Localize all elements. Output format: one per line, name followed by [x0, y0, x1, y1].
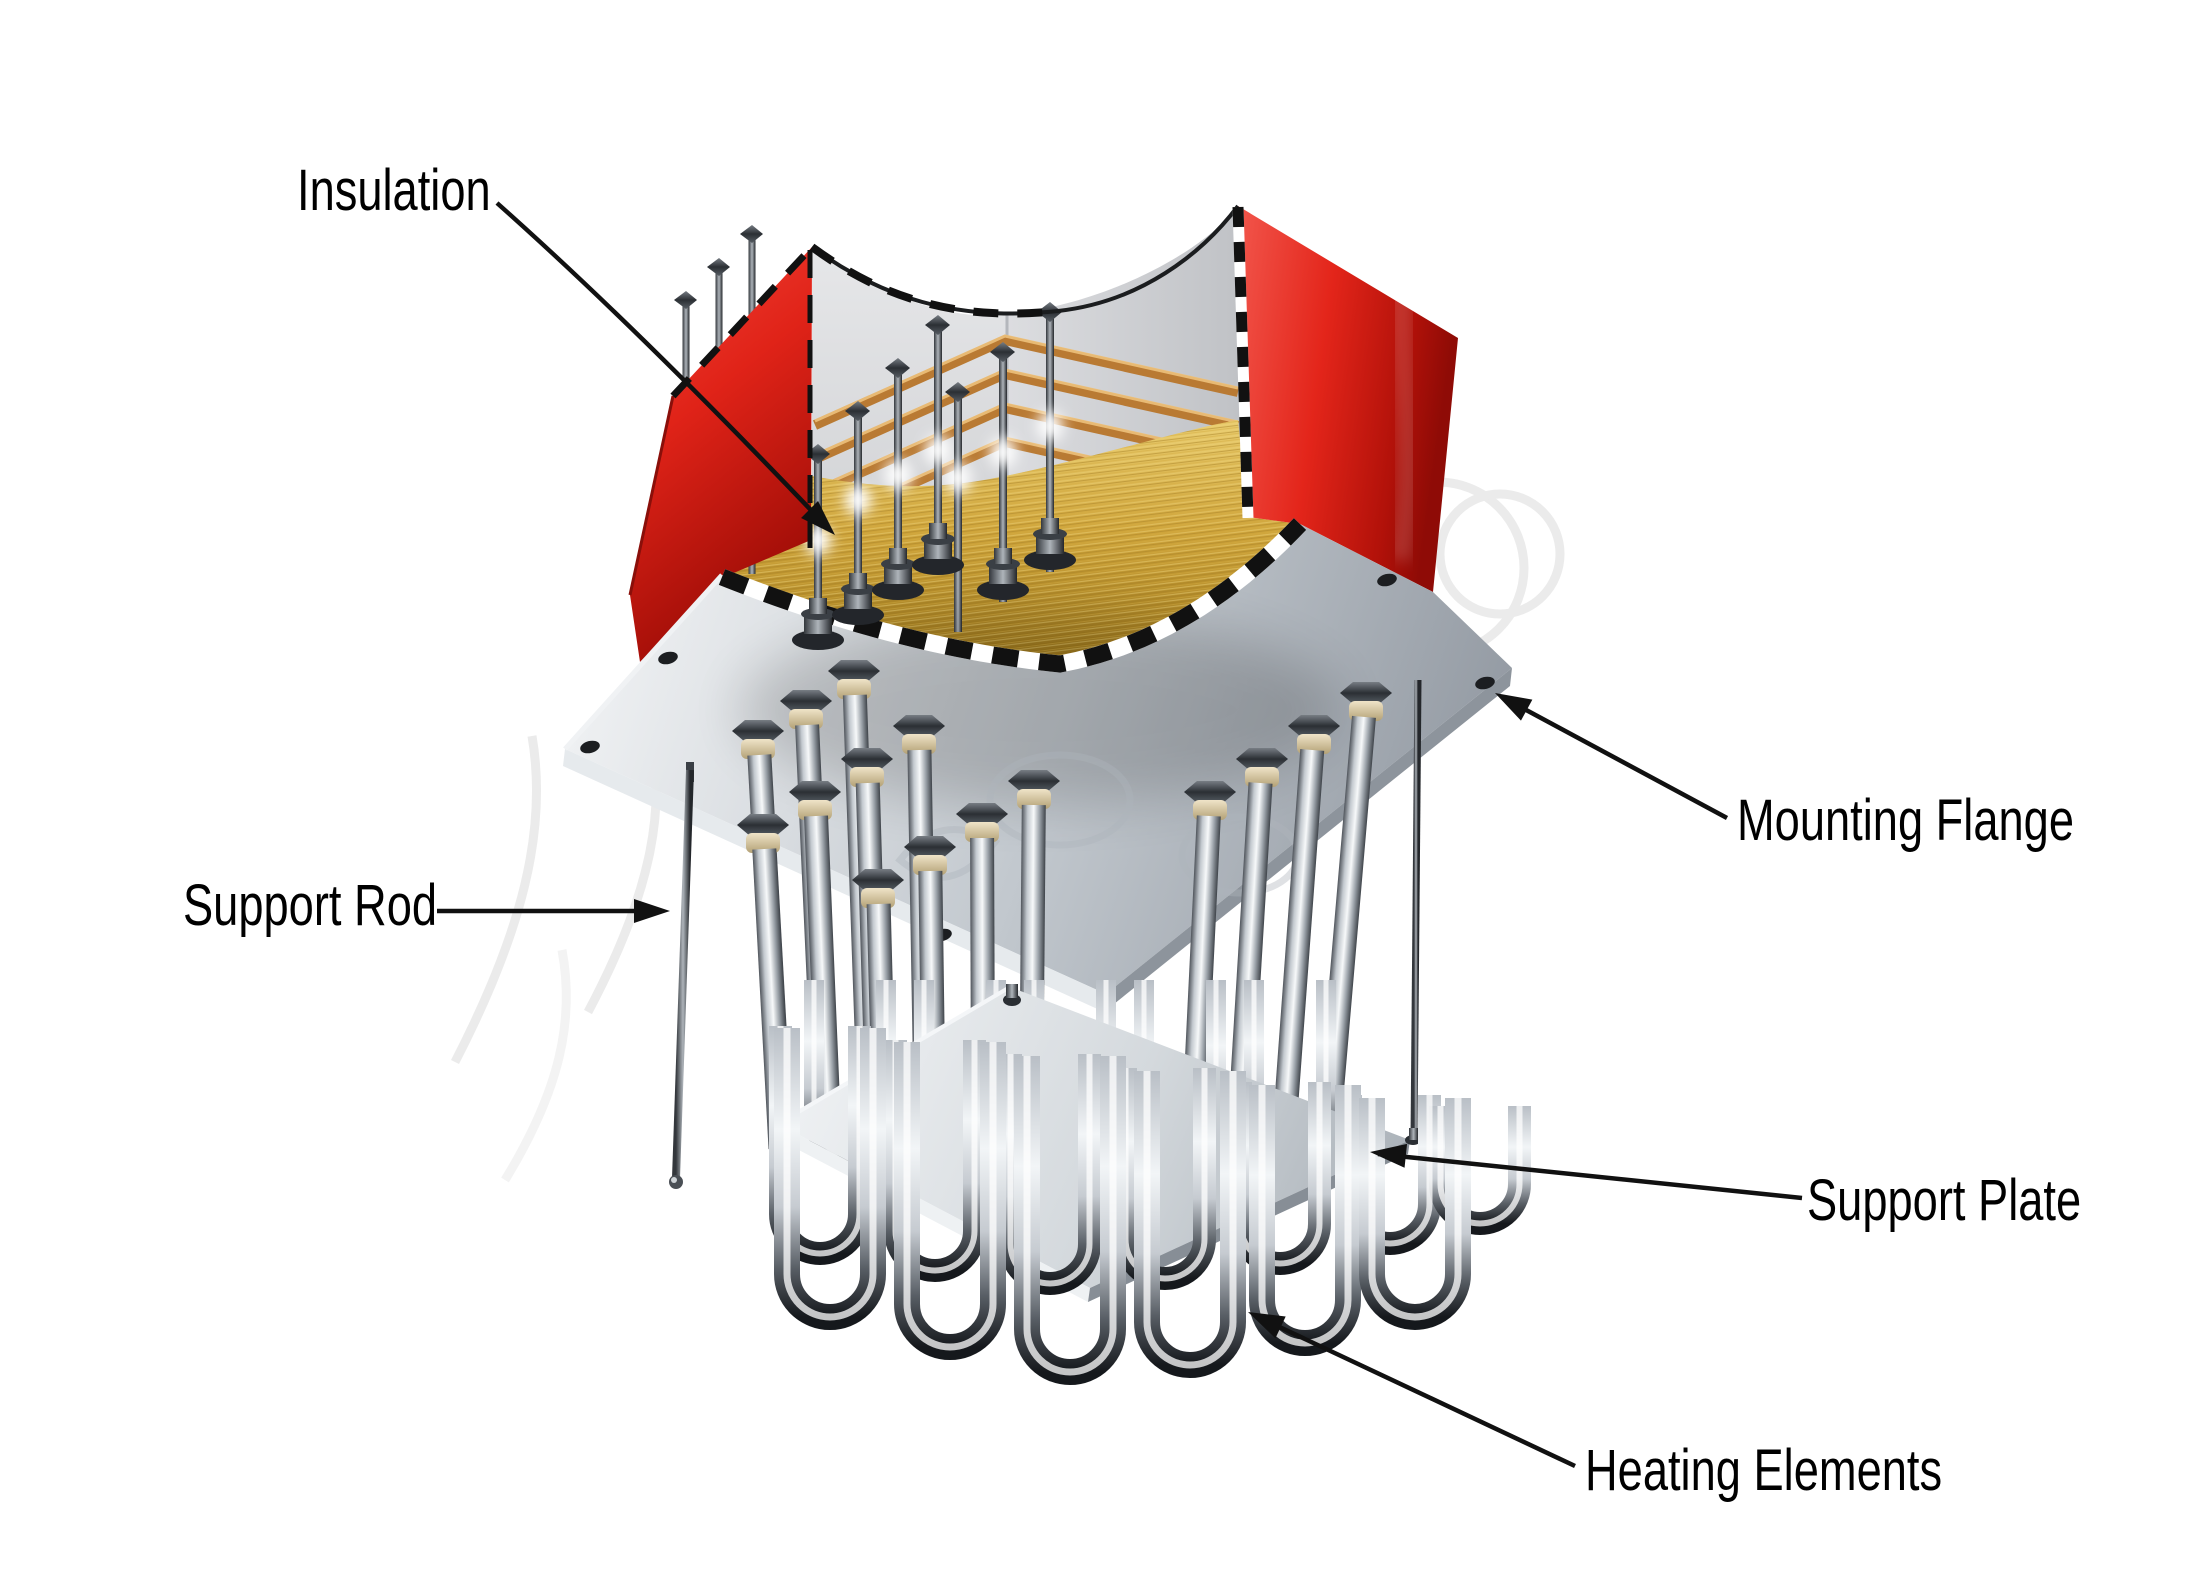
plate-right-nut [1405, 1128, 1421, 1145]
label-support-rod: Support Rod [183, 873, 438, 938]
leader-lines [437, 201, 1803, 1469]
flange-edge-back-left [563, 573, 724, 751]
leader-line-heating-elements [1248, 1312, 1576, 1469]
label-insulation: Insulation [297, 158, 491, 223]
leader-line-support-rod [437, 899, 670, 923]
label-mounting-flange: Mounting Flange [1737, 788, 2075, 853]
leader-line-mounting-flange [1495, 693, 1729, 820]
label-support-plate: Support Plate [1807, 1168, 2082, 1233]
leader-line-insulation [495, 201, 835, 535]
plate-corner-nut [1003, 984, 1021, 1006]
terminal-box-housing [628, 206, 1458, 662]
support-rod-left [669, 762, 694, 1189]
label-heating-elements: Heating Elements [1585, 1438, 1943, 1503]
support-rod-right [1410, 679, 1422, 1139]
arrowhead-heating-elements [1248, 1312, 1286, 1339]
arrowhead-support-rod [634, 899, 670, 923]
arrowhead-support-plate [1370, 1143, 1408, 1168]
flange-edge-front-left [563, 749, 1106, 1012]
terminal-bushings [792, 518, 1076, 650]
cutaway-edges [670, 204, 1254, 562]
arrowhead-mounting-flange [1495, 693, 1533, 721]
gloss-streak [1389, 248, 1420, 562]
leader-line-support-plate [1370, 1143, 1803, 1201]
box-left-face [630, 247, 812, 662]
